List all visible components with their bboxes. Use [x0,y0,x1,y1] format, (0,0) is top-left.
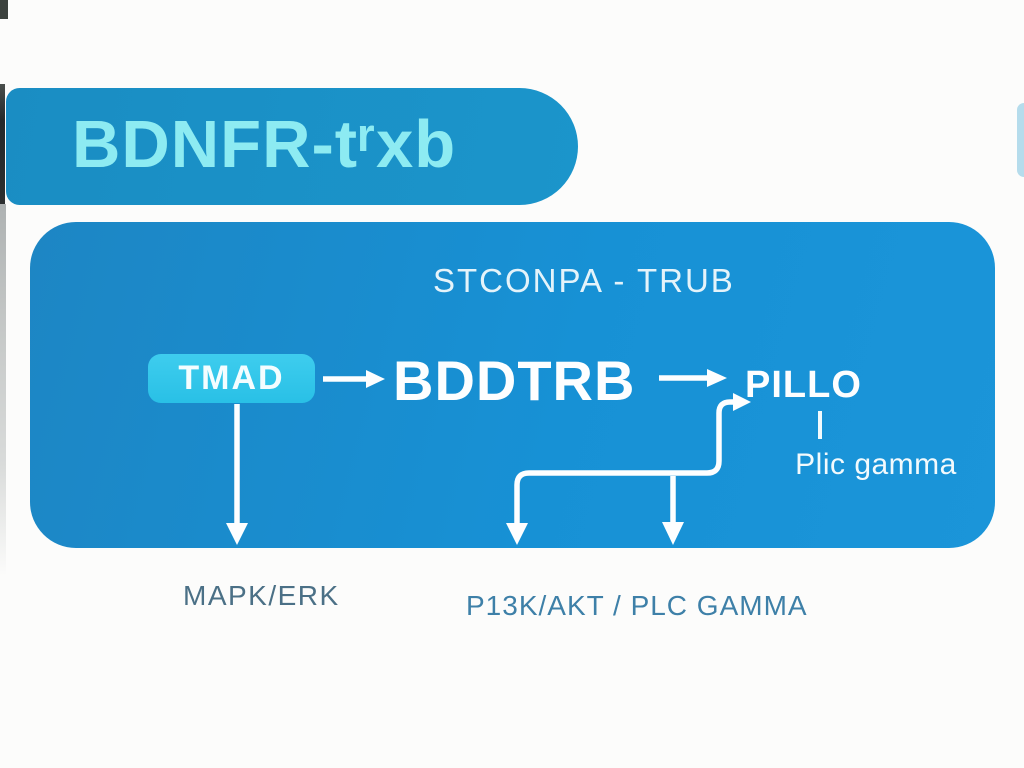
node-main-label: BDDTRB [393,349,636,412]
panel-title: STCONPA - TRUB [433,262,735,299]
pathway-label-pi3k-akt-plc: P13K/AKT / PLC GAMMA [466,590,808,621]
pathway-label-mapk-erk: MAPK/ERK [183,580,340,611]
node-receptor-label: TMAD [178,359,285,397]
node-sub-effector-label: Plic gamma [795,448,957,481]
page-edge-mark [0,0,8,19]
node-effector-label: PILLO [745,364,862,406]
pathway-panel: STCONPA - TRUB TMAD BDDTRB PILLO Plic ga… [30,222,995,548]
right-edge-blob [1017,103,1024,177]
page-edge-shadow-light [0,204,6,576]
page-title: BDNFR-tʳxb [72,107,457,182]
page-edge-shadow-dark [0,84,5,204]
header-banner: BDNFR-tʳxb [6,88,578,205]
node-receptor-box: TMAD [148,354,315,403]
